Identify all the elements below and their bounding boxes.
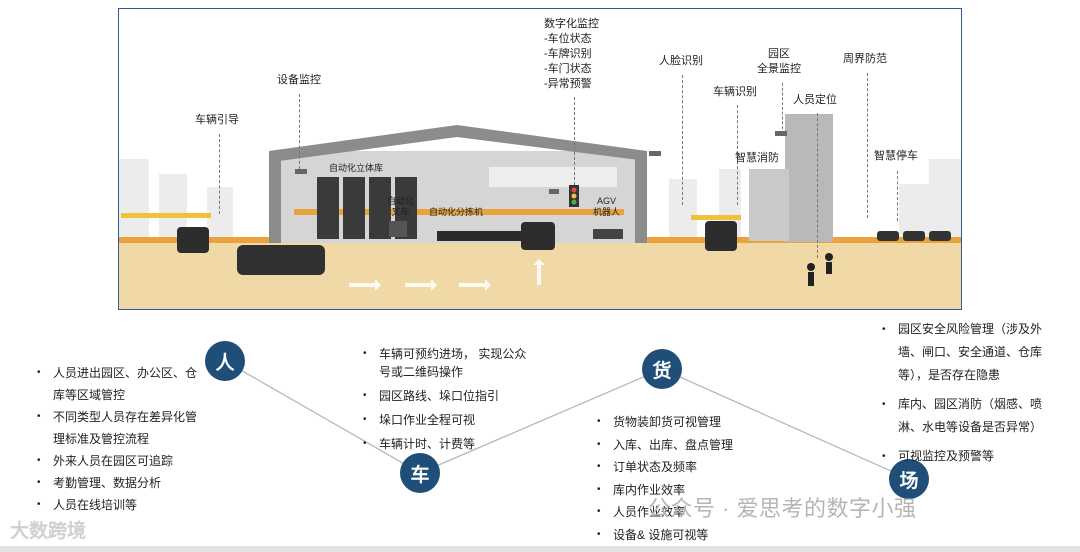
leader-line: [817, 113, 818, 258]
node-vehicle: 车: [400, 453, 440, 493]
van: [237, 245, 325, 275]
office-tower: [785, 114, 833, 242]
list-item: 园区路线、垛口位指引: [362, 387, 562, 405]
auto-storage-racks: [317, 177, 417, 239]
node-goods: 货: [642, 349, 682, 389]
label-face-recognition: 人脸识别: [659, 55, 703, 67]
sorter-conveyor: [437, 231, 529, 241]
label-smart-parking: 智慧停车: [874, 150, 918, 162]
digital-monitor-item: -车位状态: [544, 33, 592, 45]
digital-monitor-title: 数字化监控: [544, 18, 599, 30]
goods-list: 货物装卸货可视管理 入库、出库、盘点管理 订单状态及频率 库内作业效率 人员作业…: [596, 411, 796, 546]
agv-robot-line: 机器人: [593, 207, 621, 217]
list-item: 设备& 设施可视等: [596, 524, 796, 547]
label-auto-sorter: 自动化分拣机: [429, 207, 484, 217]
label-smart-fire: 智慧消防: [735, 152, 779, 164]
label-agv-robot: AGV 机器人: [593, 196, 620, 218]
wechat-watermark: 公众号 · 爱思考的数字小强: [648, 496, 917, 521]
label-park-panorama: 园区 全景监控: [757, 47, 801, 77]
leader-line: [782, 83, 783, 129]
leader-line: [737, 105, 738, 205]
auto-forklift-line: 叉车: [391, 207, 410, 217]
bottom-divider: [0, 546, 1080, 552]
label-perimeter-defense: 周界防范: [843, 53, 887, 65]
list-item: 货物装卸货可视管理: [596, 411, 796, 434]
forklift: [389, 221, 407, 237]
list-item: 订单状态及频率: [596, 456, 796, 479]
auto-forklift-line: 自动化: [387, 196, 415, 206]
list-item: 人员在线培训等: [36, 494, 236, 516]
list-item: 人员作业效率: [596, 501, 796, 524]
label-digital-monitor: 数字化监控 -车位状态 -车牌识别 -车门状态 -异常预警: [544, 17, 599, 92]
digital-monitor-item: -异常预警: [544, 78, 592, 90]
digital-monitor-item: -车牌识别: [544, 48, 592, 60]
brand-watermark: 大数跨境: [10, 521, 87, 542]
park-panorama-line: 园区: [768, 48, 790, 60]
leader-line: [574, 97, 575, 185]
park-scene-graphic: [119, 114, 961, 309]
list-item: 外来人员在园区可追踪: [36, 450, 236, 472]
label-personnel-location: 人员定位: [793, 94, 837, 106]
leader-line: [867, 73, 868, 218]
label-vehicle-recognition: 车辆识别: [713, 86, 757, 98]
list-item: 库内作业效率: [596, 479, 796, 502]
label-vehicle-guidance: 车辆引导: [195, 114, 239, 126]
list-item: 考勤管理、数据分析: [36, 472, 236, 494]
label-auto-warehouse: 自动化立体库: [329, 163, 384, 173]
agv-robot-line: AGV: [597, 196, 617, 206]
leader-line: [219, 134, 220, 214]
list-item: 垛口作业全程可视: [362, 411, 562, 429]
park-panorama-line: 全景监控: [757, 63, 801, 75]
leader-line: [897, 171, 898, 221]
logistics-park-illustration: 车辆引导 设备监控 数字化监控 -车位状态 -车牌识别 -车门状态 -异常预警 …: [118, 8, 962, 310]
list-item: 入库、出库、盘点管理: [596, 434, 796, 457]
list-item: 库内、园区消防（烟感、喷淋、水电等设备是否异常）: [881, 393, 1076, 439]
label-auto-forklift: 自动化 叉车: [387, 196, 414, 218]
label-equipment-monitor: 设备监控: [277, 74, 321, 86]
leader-line: [299, 94, 300, 169]
list-item: 可视监控及预警等: [881, 445, 1076, 468]
digital-monitor-item: -车门状态: [544, 63, 592, 75]
leader-line: [682, 75, 683, 205]
list-item: 车辆计时、计费等: [362, 435, 562, 453]
agv-robot: [593, 229, 623, 239]
